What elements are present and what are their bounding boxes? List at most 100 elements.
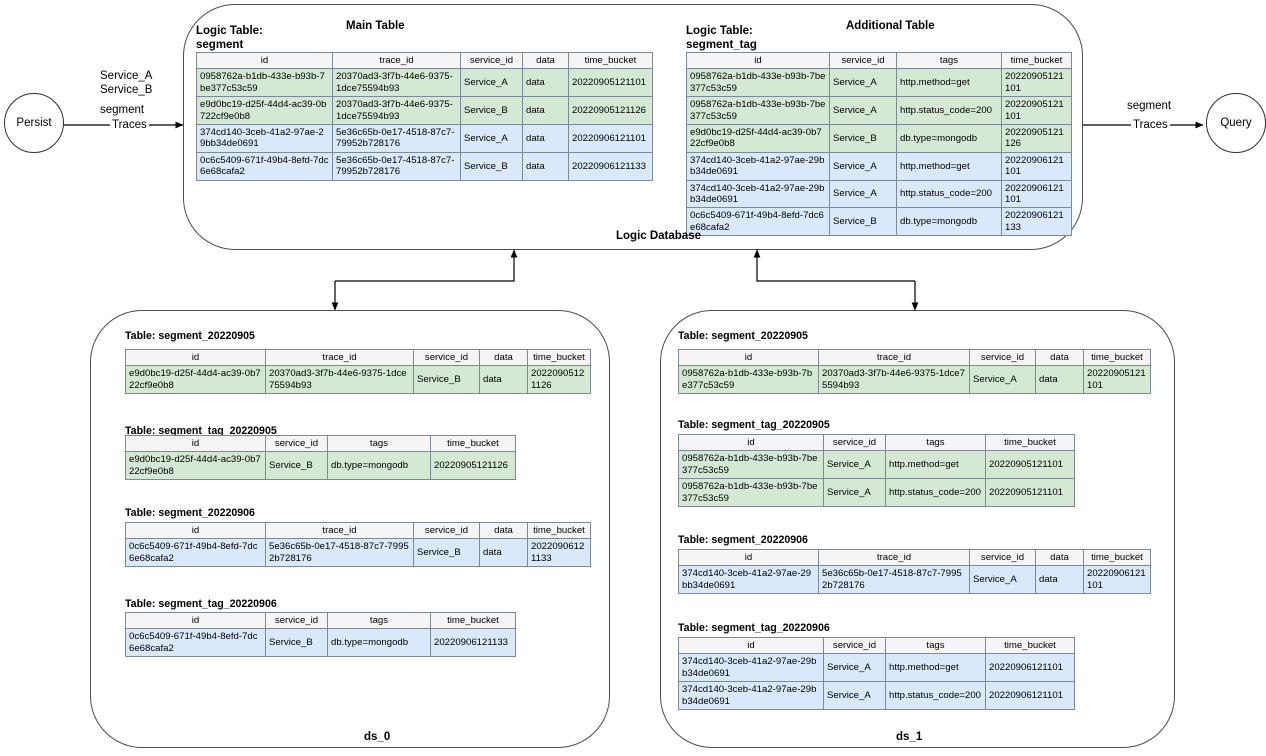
ds1-0-col-data: data xyxy=(1035,348,1084,367)
cell-tags: db.type=mongodb xyxy=(896,124,1002,153)
edge-label-segment: segment xyxy=(100,104,145,116)
cell-time_bucket: 20220905121101 xyxy=(568,68,653,98)
ds1-2-col-id: id xyxy=(678,548,819,567)
cell-time_bucket: 20220906121101 xyxy=(1001,179,1072,209)
cell-id: 374cd140-3ceb-41a2-97ae-29bb34de0691 xyxy=(686,179,830,209)
cell-tags: http.status_code=200 xyxy=(885,478,986,508)
edge-label-traces: Traces xyxy=(110,118,149,132)
ds0-1-col-id: id xyxy=(125,434,266,453)
ds1-2-col-time_bucket: time_bucket xyxy=(1083,548,1151,567)
cell-time_bucket: 20220905121126 xyxy=(527,365,591,395)
cell-service_id: Service_A xyxy=(460,68,523,98)
cell-time_bucket: 20220906121133 xyxy=(1001,207,1072,237)
cell-time_bucket: 20220906121101 xyxy=(985,681,1075,711)
additional-logic-table-label-1: Logic Table: xyxy=(686,25,753,37)
edge-label-service-b: Service_B xyxy=(100,84,153,96)
cell-trace_id: 20370ad3-3f7b-44e6-9375-1dce75594b93 xyxy=(332,96,461,126)
ds0-label: ds_0 xyxy=(364,731,391,743)
cell-service_id: Service_B xyxy=(829,207,897,237)
cell-data: data xyxy=(522,68,569,98)
ds0-table-2-caption: Table: segment_20220906 xyxy=(125,507,255,519)
cell-id: 0c6c5409-671f-49b4-8efd-7dc6e68cafa2 xyxy=(125,628,266,658)
cell-trace_id: 5e36c65b-0e17-4518-87c7-79952b728176 xyxy=(265,538,414,568)
cell-id: 0958762a-b1db-433e-b93b-7be377c53c59 xyxy=(686,96,830,126)
ds1-2-col-data: data xyxy=(1035,548,1084,567)
additional-col-id: id xyxy=(686,51,830,70)
ds0-1-col-service_id: service_id xyxy=(265,434,328,453)
ds1-3-col-service_id: service_id xyxy=(823,636,886,655)
cell-time_bucket: 20220905121101 xyxy=(1083,365,1151,395)
ds0-3-col-id: id xyxy=(125,611,266,630)
cell-time_bucket: 20220906121133 xyxy=(430,628,516,658)
ds1-1-col-tags: tags xyxy=(885,433,986,452)
cell-tags: db.type=mongodb xyxy=(327,628,431,658)
persist-node-label: Persist xyxy=(16,117,52,129)
cell-tags: http.status_code=200 xyxy=(896,179,1002,209)
cell-service_id: Service_A xyxy=(823,450,886,480)
additional-col-service_id: service_id xyxy=(829,51,897,70)
ds0-2-col-trace_id: trace_id xyxy=(265,521,414,540)
ds1-label: ds_1 xyxy=(896,731,923,743)
logic-database-label: Logic Database xyxy=(616,230,701,242)
cell-service_id: Service_B xyxy=(460,151,523,181)
ds0-2-col-id: id xyxy=(125,521,266,540)
cell-time_bucket: 20220905121101 xyxy=(1001,96,1072,126)
cell-time_bucket: 20220906121133 xyxy=(568,151,653,181)
ds1-table-1-caption: Table: segment_tag_20220905 xyxy=(678,419,830,431)
cell-id: 0c6c5409-671f-49b4-8efd-7dc6e68cafa2 xyxy=(125,538,266,568)
query-node[interactable]: Query xyxy=(1206,93,1266,153)
cell-data: data xyxy=(522,124,569,153)
cell-service_id: Service_A xyxy=(823,478,886,508)
cell-id: 0958762a-b1db-433e-b93b-7be377c53c59 xyxy=(196,68,333,98)
cell-trace_id: 5e36c65b-0e17-4518-87c7-79952b728176 xyxy=(332,151,461,181)
cell-service_id: Service_A xyxy=(460,124,523,153)
cell-data: data xyxy=(479,365,528,395)
ds1-1-col-id: id xyxy=(678,433,824,452)
ds0-0-col-trace_id: trace_id xyxy=(265,348,414,367)
cell-service_id: Service_B xyxy=(265,628,328,658)
cell-id: 0958762a-b1db-433e-b93b-7be377c53c59 xyxy=(678,450,824,480)
cell-service_id: Service_B xyxy=(265,451,328,481)
ds0-to-db-arrow xyxy=(335,249,518,282)
additional-table-title: Additional Table xyxy=(846,20,935,32)
ds1-0-col-trace_id: trace_id xyxy=(818,348,970,367)
cell-id: 374cd140-3ceb-41a2-97ae-29bb34de0691 xyxy=(678,565,819,595)
cell-time_bucket: 20220905121126 xyxy=(430,451,516,481)
cell-service_id: Service_B xyxy=(413,365,480,395)
ds1-1-col-service_id: service_id xyxy=(823,433,886,452)
ds1-0-col-service_id: service_id xyxy=(969,348,1036,367)
ds0-0-col-service_id: service_id xyxy=(413,348,480,367)
cell-data: data xyxy=(1035,565,1084,595)
ds0-2-col-data: data xyxy=(479,521,528,540)
additional-logic-table-label-2: segment_tag xyxy=(686,39,757,51)
ds1-table-0-caption: Table: segment_20220905 xyxy=(678,330,808,342)
ds1-2-col-trace_id: trace_id xyxy=(818,548,970,567)
main-col-id: id xyxy=(196,51,333,70)
cell-service_id: Service_A xyxy=(829,96,897,126)
edge-label-segment-right: segment xyxy=(1127,100,1172,112)
cell-time_bucket: 20220906121101 xyxy=(1083,565,1151,595)
cell-service_id: Service_A xyxy=(823,681,886,711)
cell-trace_id: 20370ad3-3f7b-44e6-9375-1dce75594b93 xyxy=(818,365,970,395)
ds0-table-1-caption: Table: segment_tag_20220905 xyxy=(125,425,277,437)
ds0-0-col-id: id xyxy=(125,348,266,367)
ds0-3-col-tags: tags xyxy=(327,611,431,630)
cell-time_bucket: 20220905121101 xyxy=(985,450,1075,480)
persist-node[interactable]: Persist xyxy=(4,93,64,153)
